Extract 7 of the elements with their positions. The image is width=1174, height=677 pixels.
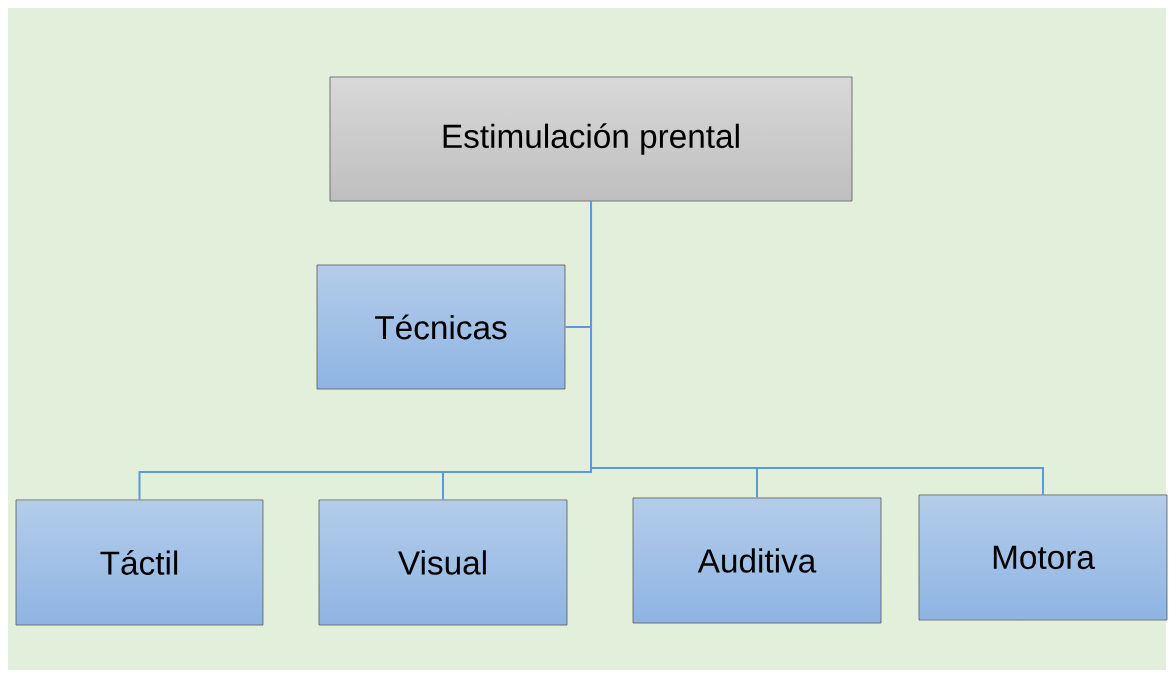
connector [590,200,1044,496]
process-box: Auditiva [632,497,882,624]
process-box: Técnicas [316,264,566,390]
process-box: Táctil [15,499,264,626]
process-box: Motora [918,494,1168,621]
title-box: Estimulación prental [329,76,853,202]
process-box: Visual [318,499,568,626]
